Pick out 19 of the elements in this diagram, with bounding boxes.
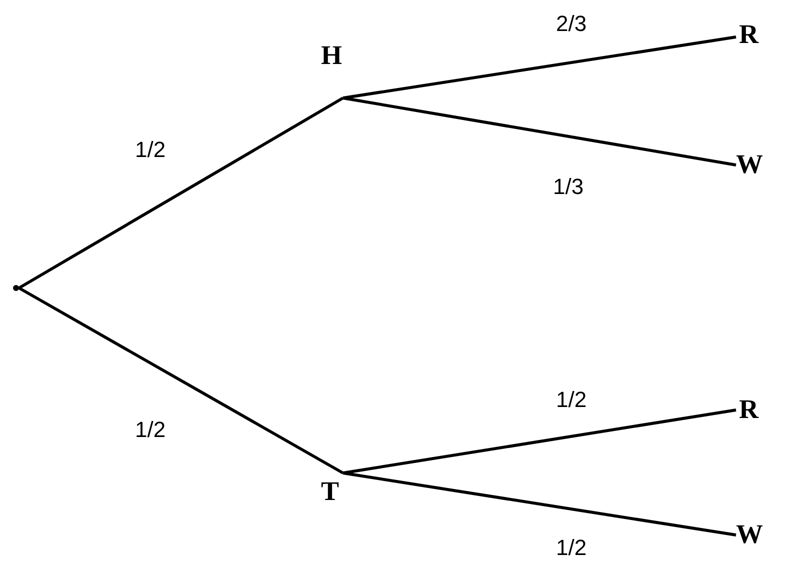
probability-label: 1/2 bbox=[556, 537, 587, 559]
branch-line bbox=[342, 472, 736, 536]
probability-label: 1/2 bbox=[556, 389, 587, 411]
probability-label: 1/3 bbox=[553, 176, 584, 198]
probability-label: 1/2 bbox=[135, 419, 166, 441]
outcome-label: H bbox=[321, 42, 342, 69]
branch-line bbox=[342, 408, 736, 474]
outcome-label: W bbox=[736, 151, 763, 178]
outcome-label: R bbox=[739, 21, 758, 48]
outcome-label: W bbox=[736, 521, 763, 548]
probability-label: 2/3 bbox=[556, 13, 587, 35]
outcome-label: R bbox=[739, 396, 758, 423]
branch-line bbox=[342, 36, 736, 100]
branch-line bbox=[342, 96, 736, 166]
probability-label: 1/2 bbox=[135, 139, 166, 161]
branch-line bbox=[18, 96, 344, 290]
branch-point bbox=[13, 285, 19, 291]
outcome-label: T bbox=[321, 478, 340, 505]
branch-line bbox=[18, 286, 344, 474]
